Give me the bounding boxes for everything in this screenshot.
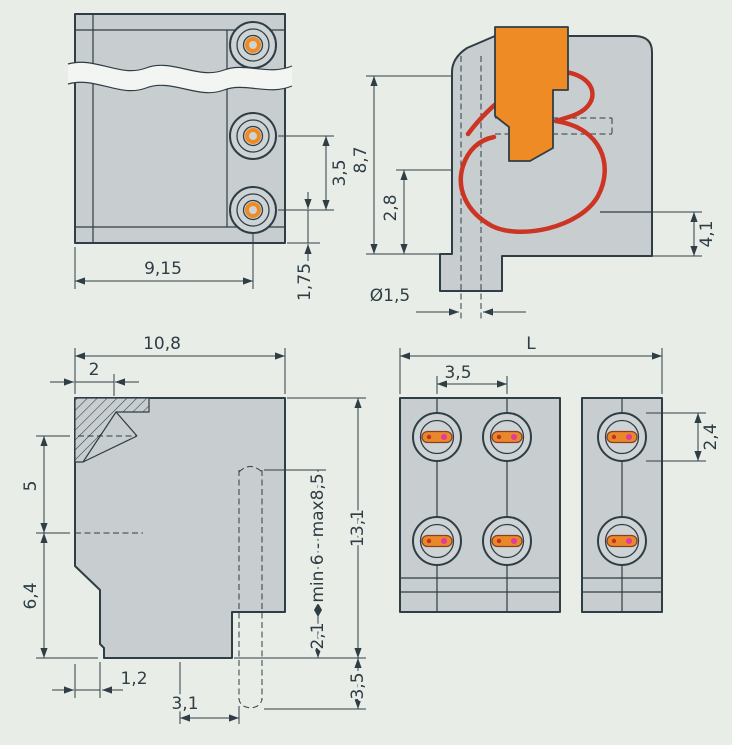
dim-port-pitch: 3,5 <box>330 159 350 186</box>
dim-wire-diameter: Ø1,5 <box>370 286 410 306</box>
front-dimensions: L 3,5 2,4 <box>399 331 724 462</box>
dim-upper: 5 <box>21 481 41 492</box>
clamp-spring-loop <box>458 118 607 234</box>
dim-plunger-min: 2,1 <box>308 622 328 649</box>
front-port <box>597 516 647 566</box>
front-port <box>482 516 532 566</box>
profile-body <box>74 397 286 659</box>
dim-body-width: 9,15 <box>144 259 182 279</box>
side-view: 3,5 9,15 1,75 <box>67 13 353 304</box>
plunger-outline <box>238 466 263 709</box>
dim-plunger-protrusion: 3,5 <box>348 672 368 699</box>
dim-depth: 10,8 <box>143 334 181 354</box>
push-button <box>494 26 569 162</box>
side-port <box>228 185 278 235</box>
front-port <box>597 412 647 462</box>
section-dimensions: 8,7 2,8 Ø1,5 4,1 <box>348 75 720 316</box>
break-band <box>68 62 292 93</box>
dim-lower: 6,4 <box>21 582 41 609</box>
dim-wall: 2 <box>89 360 100 380</box>
dim-plunger-offset: 3,1 <box>171 694 198 714</box>
dim-clamp-height: 2,8 <box>381 194 401 221</box>
profile-view: 10,8 2 5 6,4 13,1 min 6 - max8,5 2,1 <box>18 331 371 724</box>
profile-dimensions: 10,8 2 5 6,4 13,1 min 6 - max8,5 2,1 <box>18 331 371 724</box>
front-port <box>412 516 462 566</box>
dim-total-length: L <box>526 334 536 354</box>
front-port <box>482 412 532 462</box>
front-port <box>412 412 462 462</box>
dim-edge-offset: 1,75 <box>295 263 315 301</box>
dim-port-diameter: 2,4 <box>701 423 721 450</box>
dim-total-height: 13,1 <box>348 509 368 547</box>
section-view: 8,7 2,8 Ø1,5 4,1 <box>348 26 720 322</box>
dim-foot: 1,2 <box>120 669 147 689</box>
dim-step-height: 4,1 <box>697 220 717 247</box>
front-view: L 3,5 2,4 <box>399 331 724 613</box>
side-dimensions: 3,5 9,15 1,75 <box>74 135 353 304</box>
dim-plunger-range: min 6 - max8,5 <box>308 473 328 602</box>
dim-section-height: 8,7 <box>351 146 371 173</box>
dim-pole-pitch: 3,5 <box>444 363 471 383</box>
side-port <box>228 111 278 161</box>
side-port <box>228 20 278 70</box>
